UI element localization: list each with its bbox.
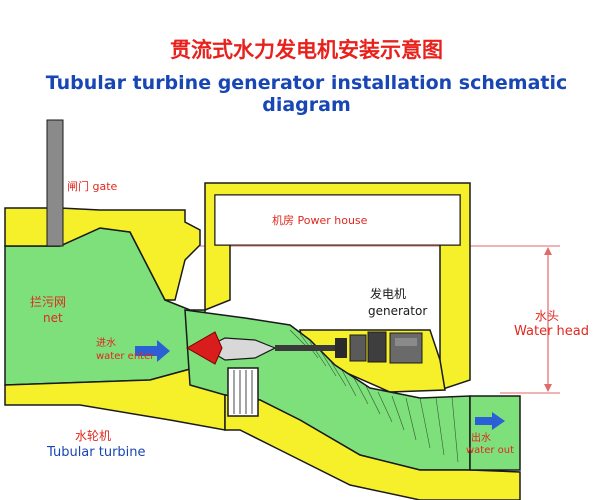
gate (46, 119, 64, 247)
title-chinese: 贯流式水力发电机安装示意图 (170, 38, 443, 62)
generator-label-en: generator (368, 304, 427, 318)
gate-label: 闸门 gate (67, 179, 118, 193)
generator-label-cn: 发电机 (370, 286, 406, 301)
water-out-label-en: water out (466, 445, 514, 456)
water-head-label-en: Water head (514, 324, 589, 339)
water-out-arrow-icon (475, 412, 505, 430)
water-enter-label-en: water enter (96, 351, 155, 362)
turbine-shaft (275, 345, 335, 351)
water-head-label-cn: 水头 (535, 309, 559, 323)
power-house-label: 机房 Power house (272, 213, 368, 227)
powerhouse-room (214, 194, 461, 246)
downstream-water (469, 395, 521, 471)
outlet-floor (224, 394, 521, 500)
turbine-runner-box (227, 367, 259, 417)
runner-red-cone (185, 331, 223, 365)
turbine-label-en: Tubular turbine (46, 445, 146, 460)
water-enter-label-cn: 进水 (96, 337, 116, 349)
net-label-en: net (43, 311, 63, 325)
water-out-label-cn: 出水 (471, 431, 491, 444)
water-head-arrow-down (544, 384, 552, 392)
generator-unit (335, 331, 423, 364)
net-label-cn: 拦污网 (30, 295, 66, 309)
water-head-arrow-up (544, 247, 552, 255)
water-enter-arrow-icon (135, 340, 170, 362)
title-english: Tubular turbine generator installation s… (45, 72, 568, 116)
turbine-label-cn: 水轮机 (75, 429, 111, 443)
